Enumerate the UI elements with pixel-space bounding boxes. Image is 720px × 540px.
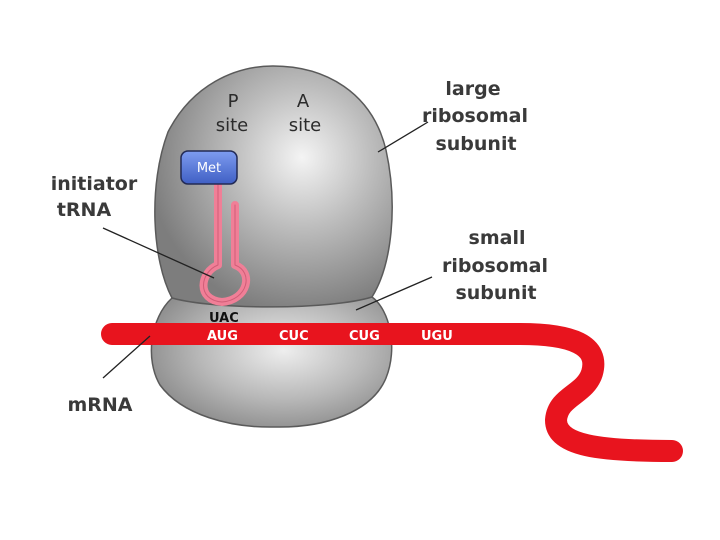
trna-loop-outline bbox=[203, 184, 247, 303]
codon-4: UGU bbox=[421, 329, 453, 344]
codon-2: CUC bbox=[279, 329, 309, 344]
ribosome bbox=[150, 65, 393, 428]
svg-text:large: large bbox=[445, 78, 500, 100]
svg-text:site: site bbox=[216, 115, 249, 136]
svg-text:P: P bbox=[228, 91, 239, 112]
svg-text:A: A bbox=[297, 91, 310, 112]
svg-text:subunit: subunit bbox=[455, 282, 536, 304]
p-site-label: P site bbox=[216, 91, 249, 136]
mrna-strand bbox=[101, 323, 683, 462]
svg-text:initiator: initiator bbox=[51, 173, 138, 195]
large-subunit-leader bbox=[377, 121, 429, 153]
svg-text:small: small bbox=[469, 227, 526, 249]
leader-lines bbox=[102, 121, 433, 379]
met-amino-acid: Met bbox=[180, 150, 238, 185]
initiator-trna-label: initiator tRNA bbox=[51, 173, 138, 221]
met-label: Met bbox=[197, 161, 221, 176]
initiator-trna bbox=[199, 181, 250, 306]
svg-text:ribosomal: ribosomal bbox=[442, 255, 548, 277]
trna-leader bbox=[102, 227, 215, 279]
large-ribosomal-subunit bbox=[154, 65, 393, 308]
mrna-leader bbox=[102, 335, 151, 379]
svg-text:site: site bbox=[289, 115, 322, 136]
small-ribosomal-subunit bbox=[150, 287, 393, 428]
svg-text:ribosomal: ribosomal bbox=[422, 105, 528, 127]
svg-text:subunit: subunit bbox=[435, 133, 516, 155]
large-subunit-label: large ribosomal subunit bbox=[422, 78, 528, 155]
codon-3: CUG bbox=[349, 329, 380, 344]
codon-1: AUG bbox=[207, 329, 238, 344]
mrna-label: mRNA bbox=[67, 394, 132, 416]
small-subunit-leader bbox=[355, 276, 433, 311]
svg-text:tRNA: tRNA bbox=[57, 199, 112, 221]
small-subunit-label: small ribosomal subunit bbox=[442, 227, 548, 304]
a-site-label: A site bbox=[289, 91, 322, 136]
anticodon-label: UAC bbox=[209, 311, 239, 326]
codon-labels: AUG CUC CUG UGU bbox=[207, 329, 453, 344]
